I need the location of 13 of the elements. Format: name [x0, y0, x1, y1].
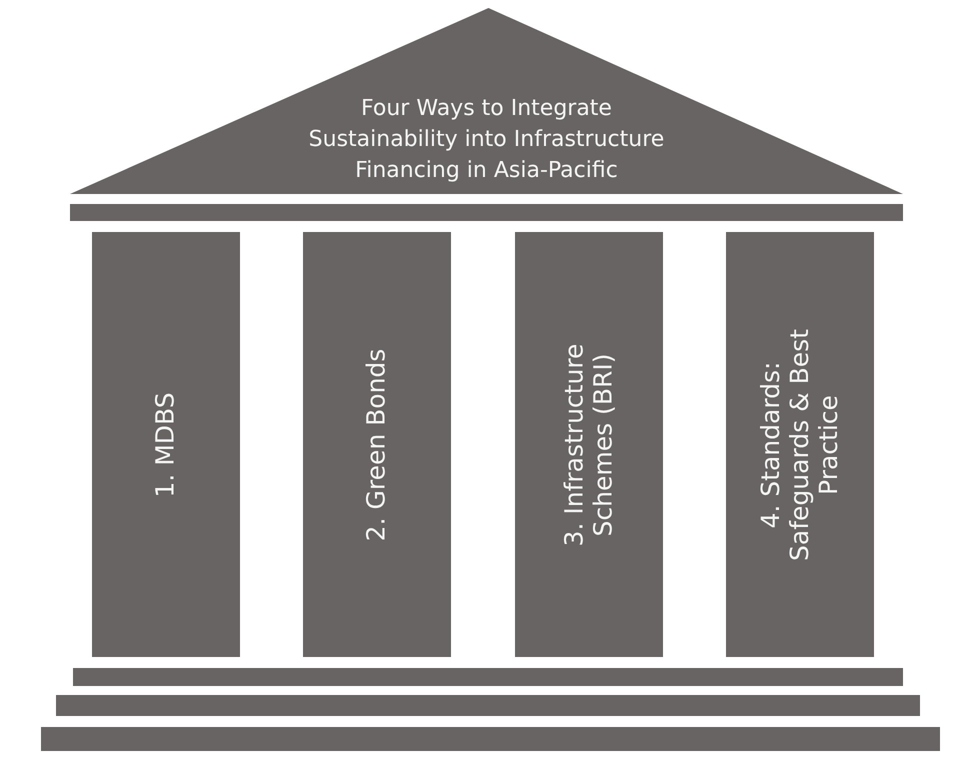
pillar-label: 4. Standards: Safeguards & Best Practice	[756, 328, 844, 562]
pillar-label: 2. Green Bonds	[362, 347, 392, 543]
base-step	[41, 727, 940, 751]
roof-title: Four Ways to Integrate Sustainability into Infrastructure Financing in Asia-Pacific	[308, 95, 666, 185]
pillar	[303, 232, 451, 657]
pillar	[726, 232, 874, 657]
pillar-label: 3. Infrastructure Schemes (BRI)	[560, 342, 618, 548]
base-step	[56, 695, 920, 716]
pillar	[92, 232, 240, 657]
architrave-bar	[70, 204, 903, 221]
pillar	[515, 232, 663, 657]
pillar-label: 1. MDBS	[152, 390, 180, 500]
base-step	[73, 668, 903, 686]
